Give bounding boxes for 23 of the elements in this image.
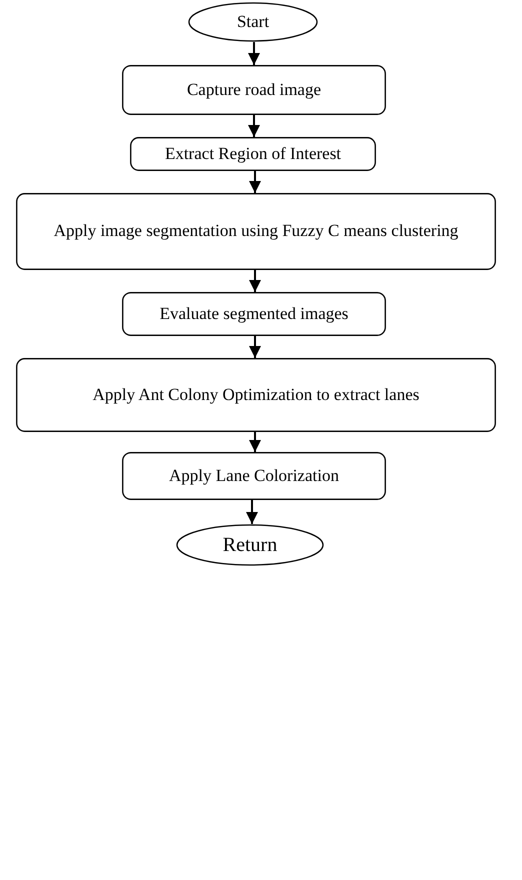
arrow bbox=[248, 115, 260, 137]
arrow bbox=[249, 270, 261, 292]
process-box bbox=[16, 193, 496, 270]
process-box bbox=[122, 292, 386, 336]
arrow bbox=[249, 171, 261, 193]
process-box bbox=[16, 358, 496, 432]
process-box bbox=[130, 137, 376, 171]
node-label: Apply Ant Colony Optimization to extract lanes bbox=[92, 384, 420, 406]
node-label: Extract Region of Interest bbox=[164, 142, 342, 165]
process-box bbox=[122, 452, 386, 500]
arrow bbox=[246, 500, 258, 524]
node-label: Apply image segmentation using Fuzzy C means clustering bbox=[52, 220, 460, 242]
node-label: Apply Lane Colorization bbox=[168, 464, 340, 487]
terminal-ellipse bbox=[188, 2, 318, 42]
arrow bbox=[248, 42, 260, 65]
node-label: Return bbox=[222, 532, 278, 558]
process-box bbox=[122, 65, 386, 115]
node-label: Evaluate segmented images bbox=[158, 302, 350, 325]
node-label: Capture road image bbox=[186, 78, 322, 101]
arrow bbox=[249, 432, 261, 452]
node-label: Start bbox=[236, 10, 270, 33]
arrow bbox=[249, 336, 261, 358]
terminal-ellipse bbox=[176, 524, 324, 566]
